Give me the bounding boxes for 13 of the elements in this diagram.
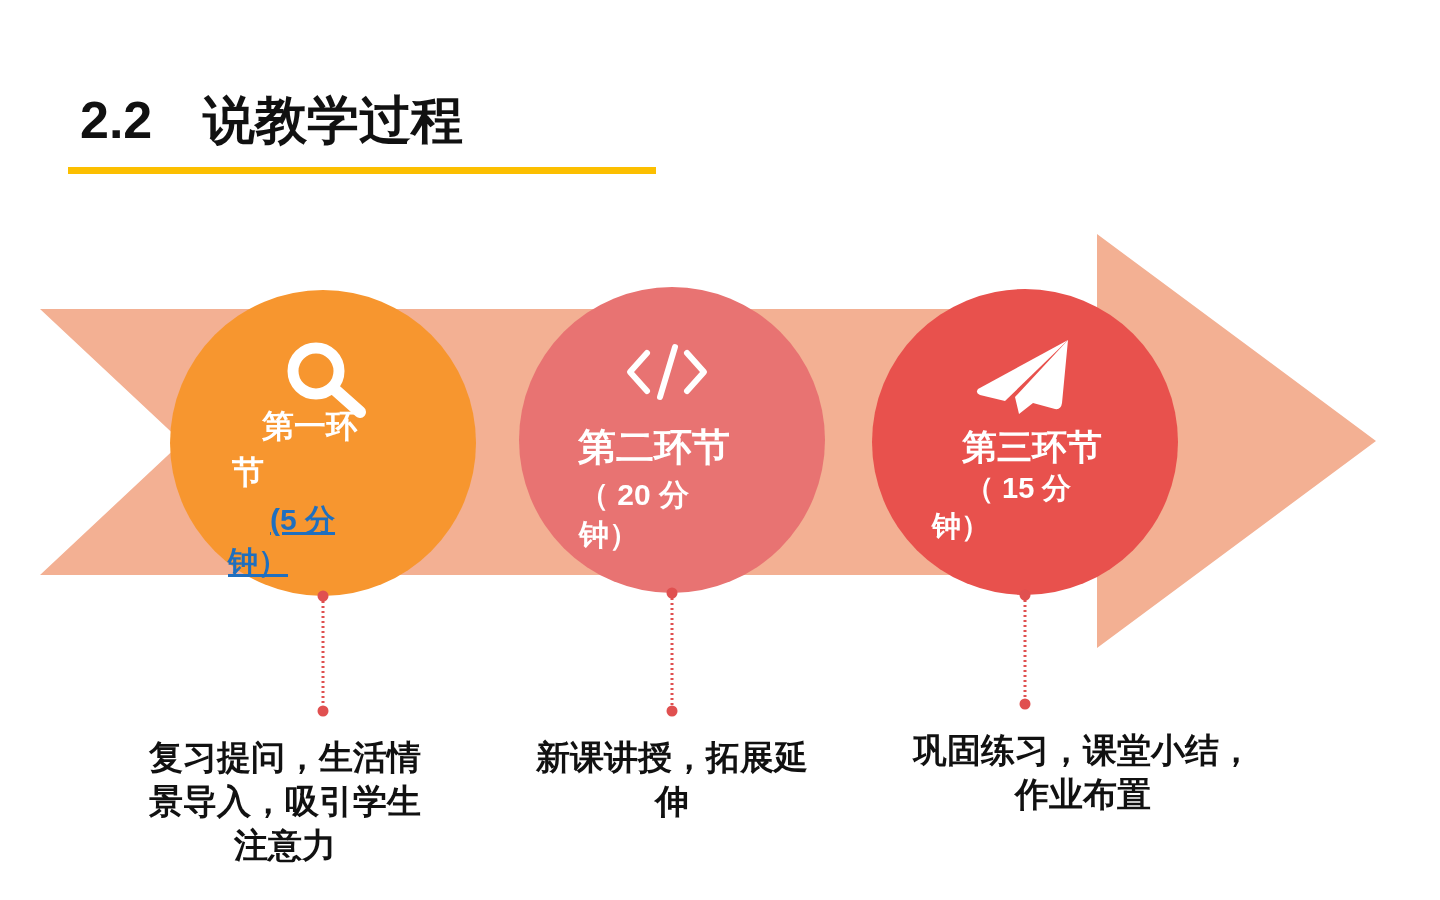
duration-text: (5 分钟）	[228, 502, 336, 580]
step-title: 第一环节	[232, 407, 359, 492]
step-description: 新课讲授，拓展延伸	[535, 737, 809, 822]
duration-text: （ 15 分钟）	[932, 471, 1073, 544]
duration-text: （ 20 分钟）	[579, 477, 691, 553]
step-description: 复习提问，生活情景导入，吸引学生注意力	[148, 737, 422, 866]
step-description: 巩固练习，课堂小结，作业布置	[911, 730, 1254, 815]
leader-line	[666, 587, 678, 717]
step-title: 第二环节	[578, 425, 731, 470]
leader-line	[1019, 589, 1031, 710]
leader-line	[317, 590, 329, 717]
slide-title: 2.2 说教学过程	[80, 90, 463, 151]
step-title: 第三环节	[962, 426, 1103, 468]
